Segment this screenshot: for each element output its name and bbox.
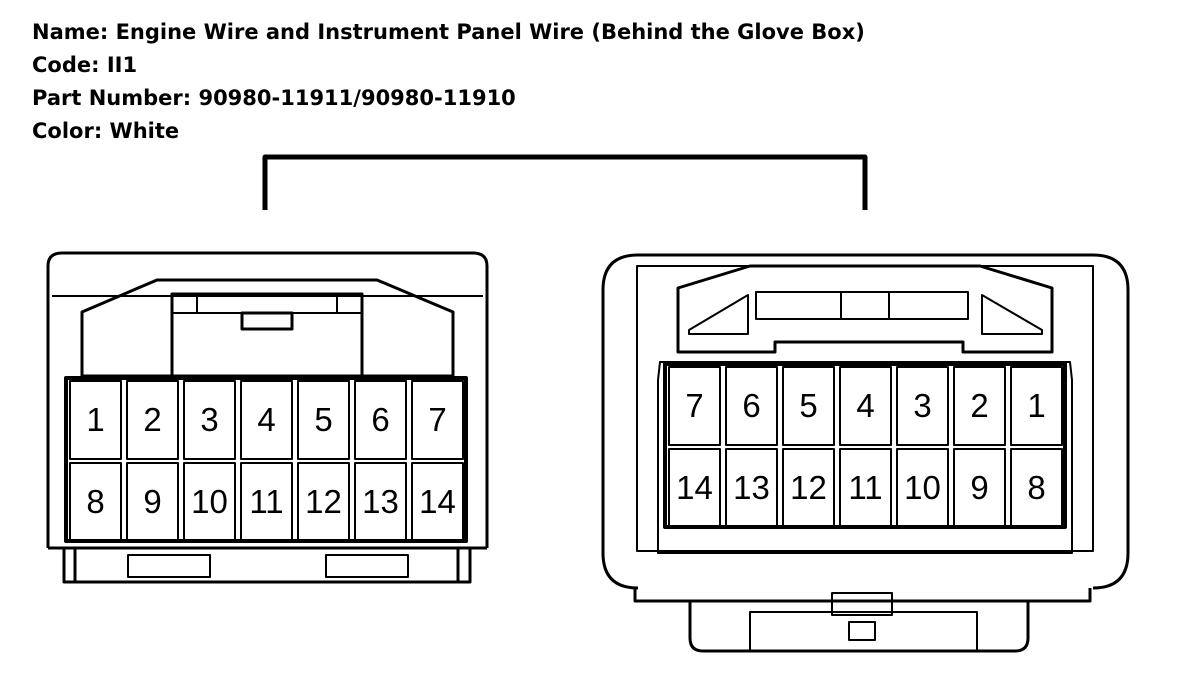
right-latch-tab [831, 592, 893, 616]
right-pin-cavity-10 [896, 448, 949, 528]
pairing-bracket [262, 154, 868, 210]
right-connector-outer-housing [601, 253, 1130, 590]
left-pin-label-5: 5 [314, 401, 332, 438]
part-number: Part Number: 90980-11911/90980-11910 [32, 86, 516, 110]
right-pin-cavity-13 [725, 448, 778, 528]
right-pin-label-4: 4 [856, 387, 874, 424]
left-pin-cavity-5 [297, 380, 350, 460]
connector-name: Name: Engine Wire and Instrument Panel W… [32, 20, 865, 44]
left-pin-cavity-10 [183, 462, 236, 542]
right-pin-label-1: 1 [1027, 387, 1045, 424]
left-pin-label-13: 13 [362, 483, 399, 520]
left-pin-label-3: 3 [200, 401, 218, 438]
right-pin-cavity-12 [782, 448, 835, 528]
left-pin-cavity-13 [354, 462, 407, 542]
left-pin-label-1: 1 [86, 401, 104, 438]
left-pin-label-12: 12 [305, 483, 342, 520]
right-pin-label-7: 7 [685, 387, 703, 424]
right-pin-label-8: 8 [1027, 469, 1045, 506]
right-key-right [981, 294, 1043, 335]
right-pin-cavity-1 [1010, 366, 1063, 446]
right-lock-bar [755, 291, 969, 320]
right-pin-cavity-2 [953, 366, 1006, 446]
left-pin-cavity-3 [183, 380, 236, 460]
left-pin-cavity-8 [69, 462, 122, 542]
right-pin-label-3: 3 [913, 387, 931, 424]
left-pin-cavity-9 [126, 462, 179, 542]
left-pin-cavity-12 [297, 462, 350, 542]
left-bottom-slot-left [127, 554, 211, 578]
left-pin-cavity-6 [354, 380, 407, 460]
right-key-left [688, 294, 749, 335]
left-pin-cavity-14 [411, 462, 464, 542]
right-pin-label-11: 11 [848, 469, 882, 506]
right-recess [657, 361, 1073, 554]
left-pin-label-7: 7 [428, 401, 446, 438]
connector-color: Color: White [32, 119, 180, 143]
right-bottom-rail [633, 588, 1092, 603]
right-pin-cavity-9 [953, 448, 1006, 528]
right-pin-cavity-4 [839, 366, 892, 446]
left-pin-cavity-1 [69, 380, 122, 460]
left-pin-label-9: 9 [143, 483, 161, 520]
right-pin-label-6: 6 [742, 387, 760, 424]
left-pin-cavity-2 [126, 380, 179, 460]
right-latch-pin [848, 621, 876, 641]
left-locking-tab [240, 311, 294, 331]
right-pin-label-5: 5 [799, 387, 817, 424]
connector-code: Code: II1 [32, 53, 138, 77]
left-pin-cavity-11 [240, 462, 293, 542]
left-bottom-slot-right [325, 554, 409, 578]
right-pin-label-9: 9 [970, 469, 988, 506]
left-pin-label-4: 4 [257, 401, 275, 438]
right-latch-slot [749, 611, 978, 652]
right-pin-label-2: 2 [970, 387, 988, 424]
left-pin-label-2: 2 [143, 401, 161, 438]
left-pin-cavity-7 [411, 380, 464, 460]
right-pin-label-13: 13 [733, 469, 770, 506]
right-connector: 7 6 5 4 3 2 1 14 13 12 11 10 9 8 [601, 253, 1130, 653]
left-pin-cavity-4 [240, 380, 293, 460]
left-pin-label-10: 10 [191, 483, 228, 520]
left-locking-tab-frame [170, 292, 364, 378]
right-pin-cavity-14 [668, 448, 721, 528]
right-pin-cavity-6 [725, 366, 778, 446]
right-top-cavity [676, 264, 1054, 354]
right-pin-cavity-11 [839, 448, 892, 528]
right-pin-cavity-3 [896, 366, 949, 446]
right-pin-cavity-8 [1010, 448, 1063, 528]
right-pin-label-14: 14 [676, 469, 713, 506]
left-pin-label-8: 8 [86, 483, 104, 520]
left-pin-label-6: 6 [371, 401, 389, 438]
left-pin-label-11: 11 [249, 483, 283, 520]
left-connector-housing [46, 251, 489, 548]
right-pin-label-12: 12 [790, 469, 827, 506]
left-pin-label-14: 14 [419, 483, 456, 520]
left-bottom-latch [48, 546, 487, 584]
right-pin-label-10: 10 [904, 469, 941, 506]
right-pin-cavity-5 [782, 366, 835, 446]
right-pin-cavity-7 [668, 366, 721, 446]
right-pin-cells: 7 6 5 4 3 2 1 14 13 12 11 10 9 8 [668, 366, 1063, 528]
